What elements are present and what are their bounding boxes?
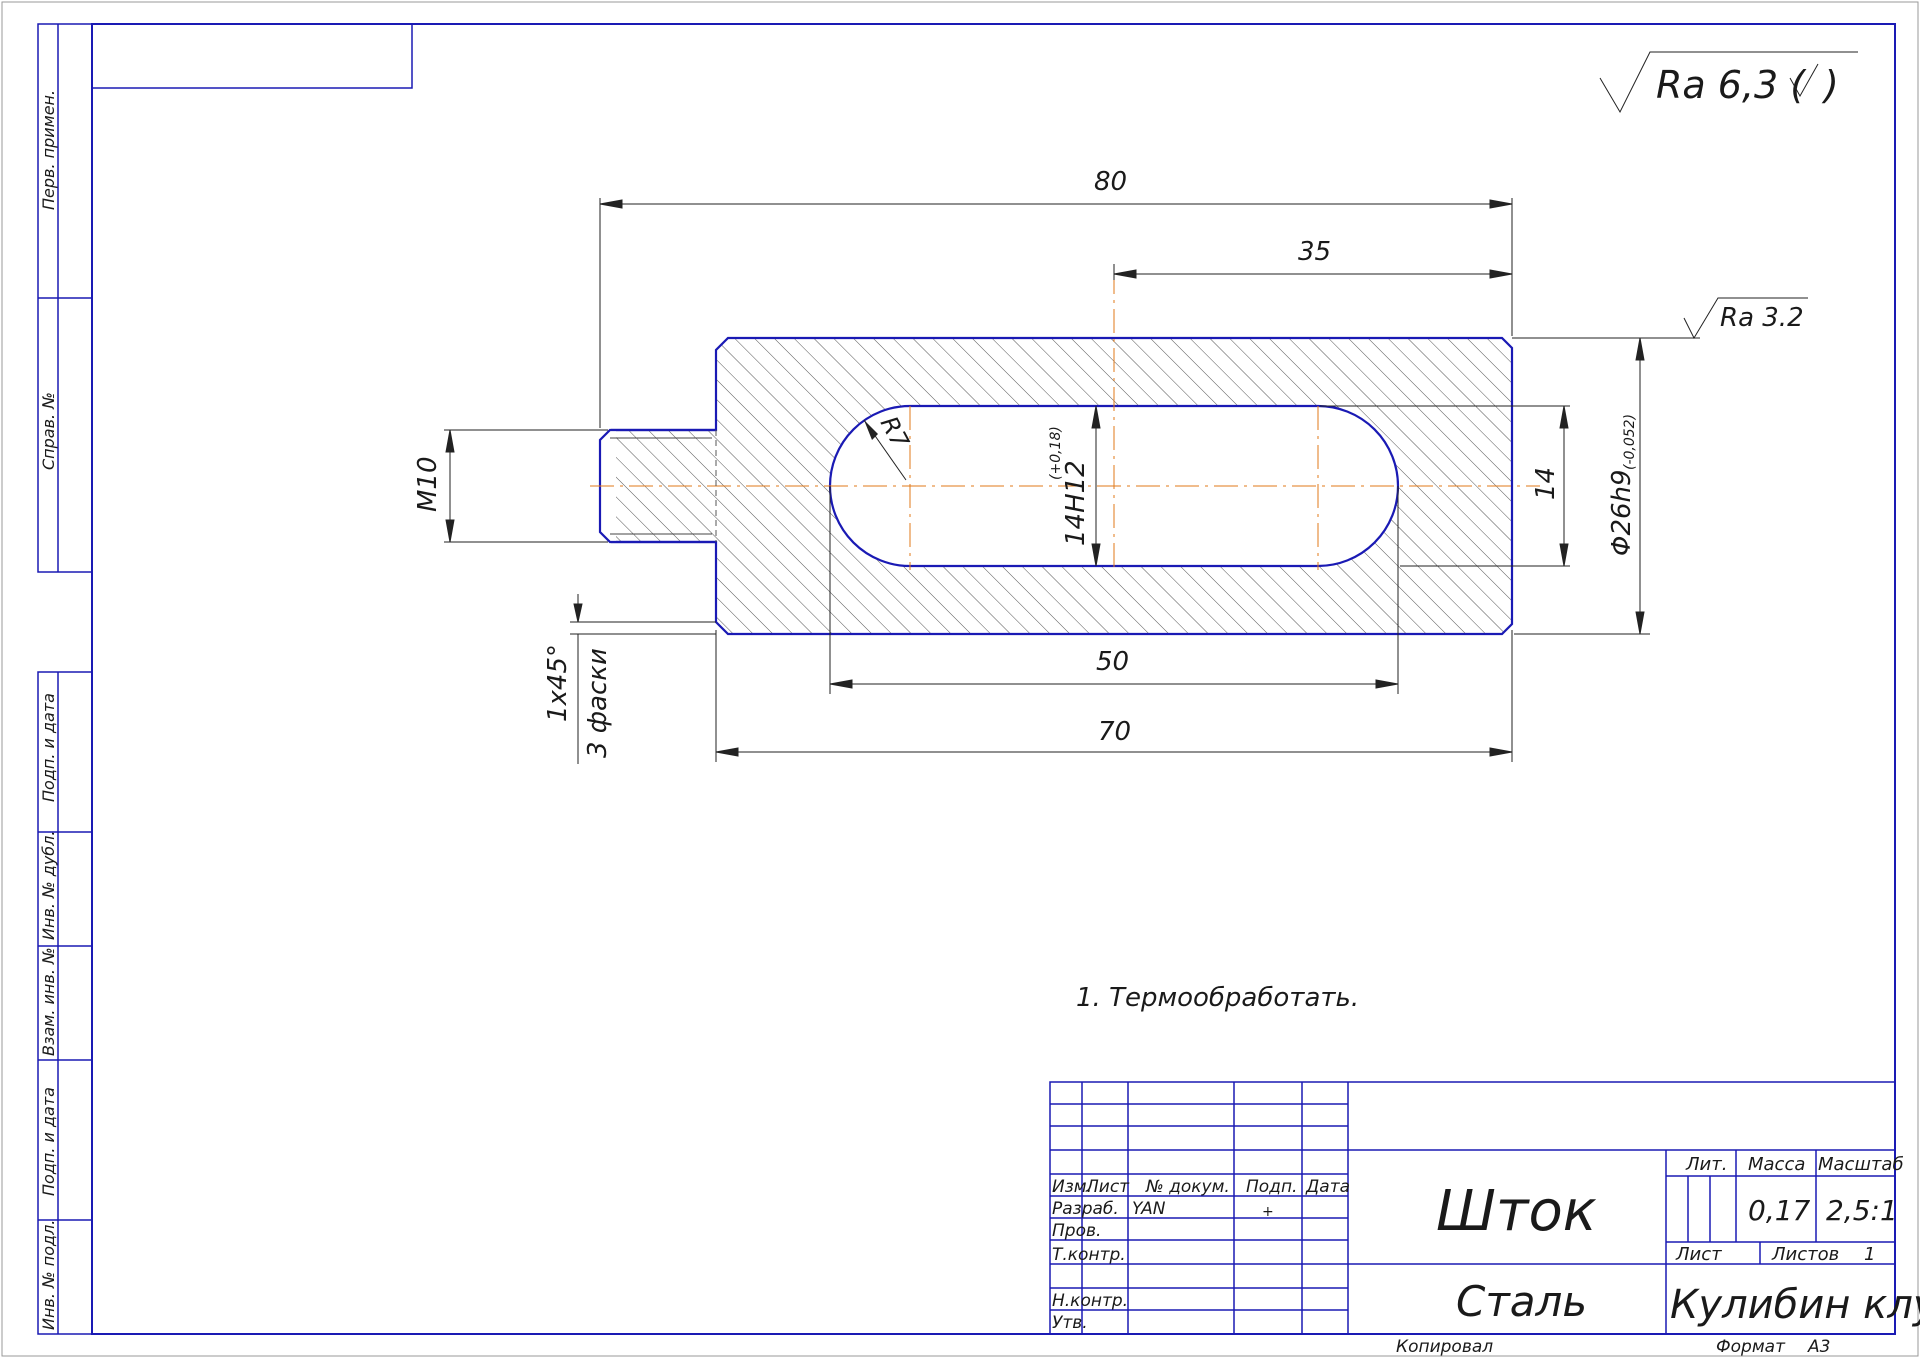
sheets-value: 1 bbox=[1864, 1244, 1875, 1265]
hdr-docum: № докум. bbox=[1145, 1177, 1230, 1197]
role-razrab: Разраб. bbox=[1052, 1199, 1119, 1219]
dim-14h12-tol: (+0,18) bbox=[1048, 426, 1064, 480]
title-block bbox=[1049, 1081, 1896, 1335]
hdr-izm: Изм. bbox=[1052, 1177, 1092, 1197]
sheets-label: Листов bbox=[1771, 1244, 1839, 1265]
general-roughness: Ra 6,3 ( ) bbox=[1599, 51, 1858, 114]
hdr-list: Лист bbox=[1085, 1177, 1130, 1197]
drawing-frame bbox=[91, 23, 1896, 1335]
dim-m10: M10 bbox=[413, 456, 443, 512]
scale-label: Масштаб bbox=[1818, 1154, 1904, 1175]
side-stamp bbox=[37, 23, 93, 1335]
dim-35: 35 bbox=[1298, 237, 1331, 267]
role-nkontr: Н.контр. bbox=[1052, 1291, 1128, 1311]
material: Сталь bbox=[1456, 1277, 1587, 1326]
side-label-perv: Перв. примен. bbox=[39, 90, 58, 210]
surface-roughness: Ra 3.2 bbox=[1683, 297, 1808, 340]
surface-roughness-text: Ra 3.2 bbox=[1720, 303, 1804, 333]
dim-diameter-tol: (-0,052) bbox=[1622, 414, 1638, 470]
role-prov: Пров. bbox=[1052, 1221, 1101, 1241]
dimension-lines bbox=[444, 198, 1700, 764]
mass-label: Масса bbox=[1748, 1154, 1805, 1175]
side-label-vzam: Взам. инв. № bbox=[39, 947, 58, 1056]
role-utv: Утв. bbox=[1052, 1313, 1088, 1333]
footer: Копировал Формат А3 bbox=[1396, 1337, 1830, 1357]
side-label-inv-podl: Инв. № подл. bbox=[39, 1220, 58, 1330]
general-roughness-text: Ra 6,3 ( bbox=[1656, 63, 1807, 107]
role-tkontr: Т.контр. bbox=[1052, 1245, 1126, 1265]
footer-copied: Копировал bbox=[1396, 1337, 1493, 1357]
dim-chamfer-note: 3 фаски bbox=[583, 648, 613, 758]
developer-name: YAN bbox=[1132, 1199, 1166, 1219]
side-label-podp1: Подп. и дата bbox=[39, 693, 58, 802]
dim-chamfer: 1x45° bbox=[543, 644, 573, 722]
side-stamp-labels: Перв. примен. Справ. № Подп. и дата Инв.… bbox=[39, 90, 58, 1330]
side-label-sprav: Справ. № bbox=[39, 392, 58, 470]
organization: Кулибин клуб bbox=[1670, 1282, 1920, 1328]
side-label-inv-dubl: Инв. № дубл. bbox=[39, 831, 58, 940]
title-block-texts: Изм. Лист № докум. Подп. Дата Разраб. Пр… bbox=[1052, 1154, 1920, 1333]
dim-diameter: Φ26h9 bbox=[1607, 469, 1637, 556]
dim-80: 80 bbox=[1094, 167, 1127, 197]
hdr-data: Дата bbox=[1305, 1177, 1350, 1197]
r7-arrow bbox=[864, 420, 878, 440]
lit-label: Лит. bbox=[1685, 1154, 1727, 1175]
footer-format-label: Формат bbox=[1716, 1337, 1786, 1357]
dim-50: 50 bbox=[1096, 647, 1129, 677]
developer-signature: + bbox=[1262, 1204, 1274, 1220]
dim-14: 14 bbox=[1531, 467, 1561, 500]
sheet-label: Лист bbox=[1675, 1244, 1722, 1265]
side-label-podp2: Подп. и дата bbox=[39, 1087, 58, 1196]
technical-note: 1. Термообработать. bbox=[1076, 983, 1359, 1013]
mass-value: 0,17 bbox=[1748, 1194, 1811, 1227]
general-roughness-close: ) bbox=[1821, 63, 1839, 107]
hdr-podp: Подп. bbox=[1246, 1177, 1297, 1197]
dim-14h12: 14H12 bbox=[1061, 460, 1091, 546]
part-name: Шток bbox=[1436, 1179, 1597, 1244]
footer-format: А3 bbox=[1807, 1337, 1830, 1357]
top-left-stamp bbox=[91, 23, 413, 89]
dim-70: 70 bbox=[1098, 717, 1131, 747]
dimension-texts: 80 35 50 70 M10 R7 14H12 (+0,18) 14 Φ26h… bbox=[413, 167, 1638, 758]
scale-value: 2,5:1 bbox=[1826, 1194, 1898, 1227]
